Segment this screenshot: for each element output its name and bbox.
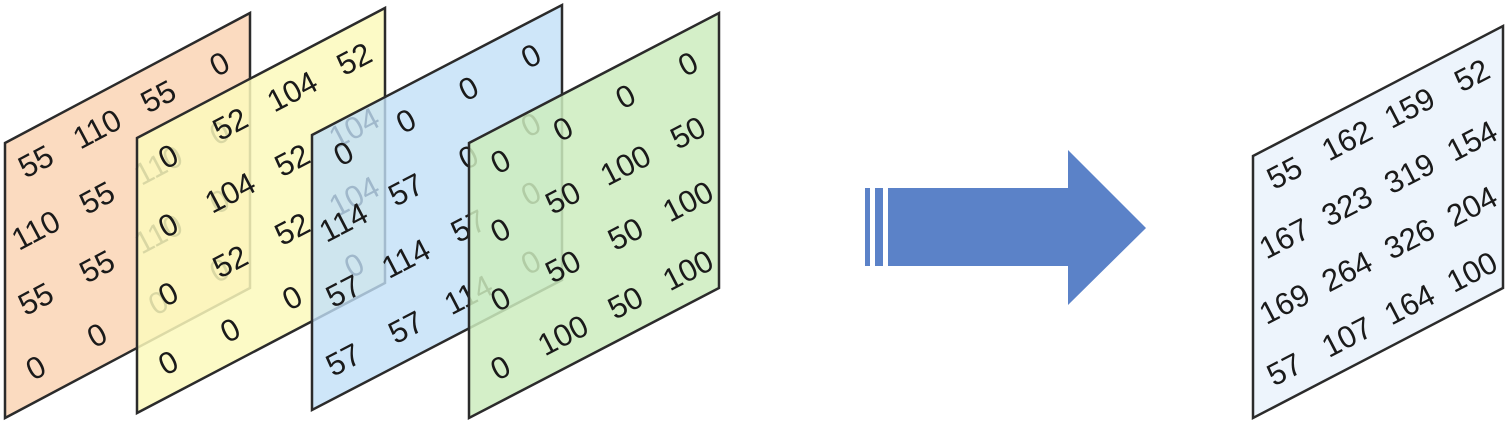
arrow-icon bbox=[888, 150, 1146, 305]
sum-arrow bbox=[865, 150, 1146, 305]
feature-map-green-sheet bbox=[467, 10, 721, 421]
feature-map-result: 5516215952167323319154169264326204571071… bbox=[1251, 23, 1505, 421]
input-feature-maps: 5511055011055110055551100000005210452010… bbox=[3, 2, 721, 421]
arrow-stripe-1 bbox=[865, 188, 870, 266]
arrow-stripe-2 bbox=[875, 188, 883, 266]
feature-map-result-sheet bbox=[1251, 23, 1505, 421]
output-feature-map: 5516215952167323319154169264326204571071… bbox=[1251, 23, 1505, 421]
